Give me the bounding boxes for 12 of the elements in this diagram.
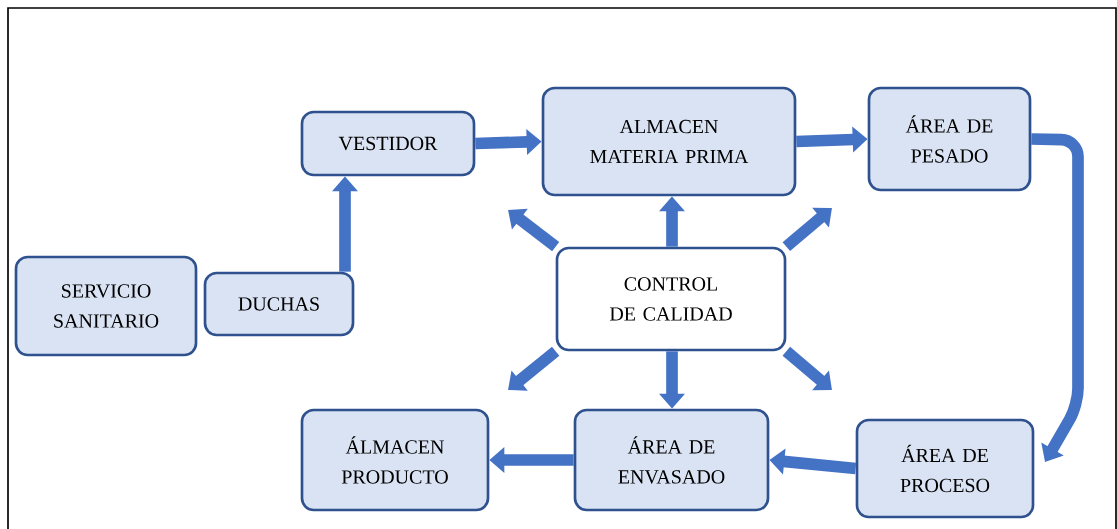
block-arrow xyxy=(508,346,560,391)
process-box: SERVICIO SANITARIO xyxy=(14,255,198,357)
process-box: ÁREA DE ENVASADO xyxy=(573,408,770,512)
block-arrow xyxy=(782,207,832,252)
block-arrow xyxy=(782,346,832,391)
process-box: ÁREA DE PROCESO xyxy=(855,418,1035,519)
process-box: ÁREA DE PESADO xyxy=(867,86,1032,192)
process-box: DUCHAS xyxy=(203,271,355,337)
process-box: ÁLMACEN PRODUCTO xyxy=(300,408,490,512)
process-box: CONTROL DE CALIDAD xyxy=(555,246,787,352)
process-box: ALMACEN MATERIA PRIMA xyxy=(541,86,797,197)
process-box: VESTIDOR xyxy=(300,110,476,177)
